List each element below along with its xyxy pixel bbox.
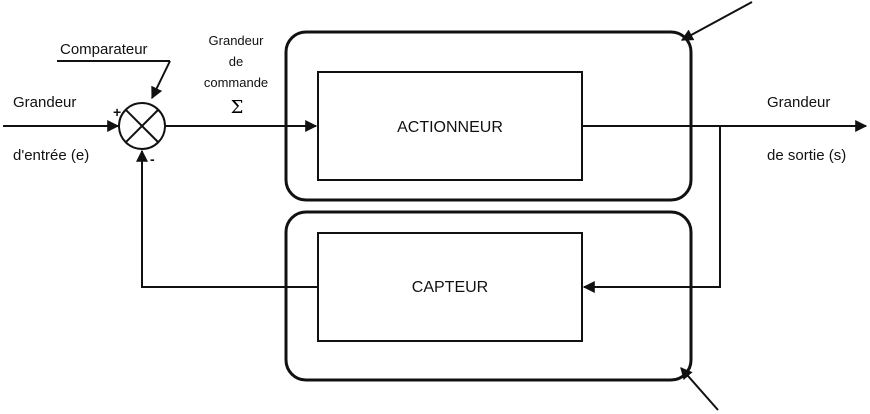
feedback-to-sensor-arrow	[582, 126, 721, 293]
command-label-line1: Grandeur	[209, 33, 265, 48]
comparator-pointer	[151, 60, 171, 100]
actuator-label: ACTIONNEUR	[397, 119, 503, 136]
actuator-block	[317, 71, 583, 181]
command-sigma-symbol: Σ	[231, 97, 244, 118]
input-label-line2: d'entrée (e)	[13, 147, 89, 164]
output-label-line1: Grandeur	[767, 94, 830, 111]
input-label-line1: Grandeur	[13, 94, 76, 111]
comparator-symbol	[118, 102, 166, 150]
comparator-label: Comparateur	[60, 41, 148, 58]
sensor-frame	[284, 210, 693, 382]
command-label-line3: commande	[204, 75, 268, 90]
sensor-frame-pointer	[680, 367, 719, 411]
minus-sign: -	[150, 151, 155, 167]
actuator-frame-pointer	[680, 1, 753, 41]
actuator-frame	[284, 30, 693, 202]
command-label-line2: de	[229, 54, 243, 69]
plus-sign: +	[113, 104, 121, 120]
sensor-label: CAPTEUR	[412, 279, 488, 296]
feedback-to-comparator-arrow	[136, 149, 318, 288]
output-label-line2: de sortie (s)	[767, 147, 846, 164]
